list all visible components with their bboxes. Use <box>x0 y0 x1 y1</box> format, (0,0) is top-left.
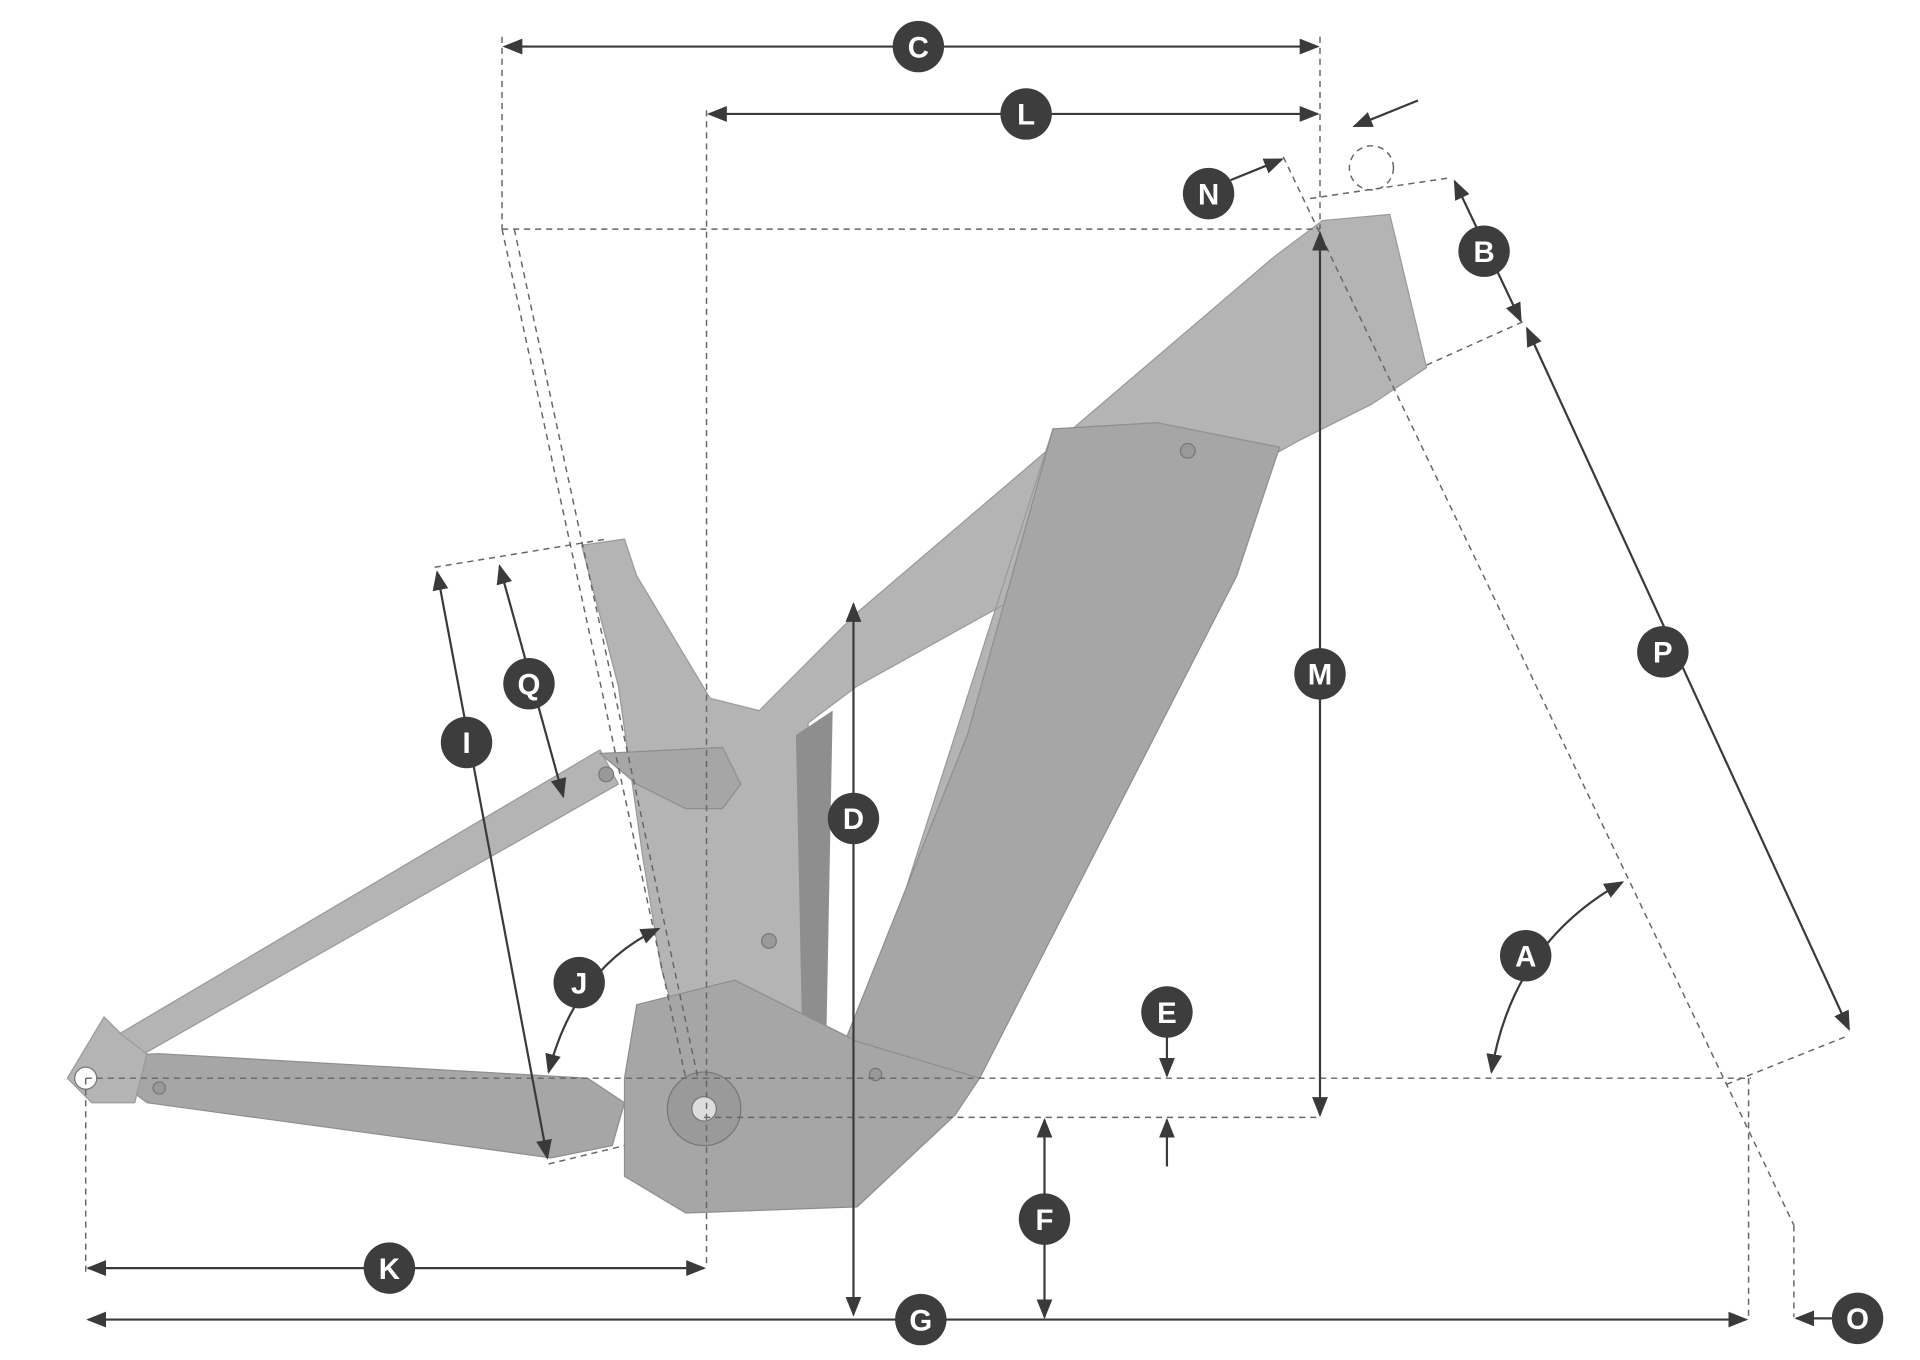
label-p: P <box>1637 626 1689 678</box>
svg-text:E: E <box>1157 997 1177 1030</box>
label-f: F <box>1018 1193 1071 1245</box>
svg-text:B: B <box>1473 236 1494 269</box>
label-o: O <box>1831 1292 1884 1345</box>
label-a: A <box>1500 929 1552 982</box>
svg-text:L: L <box>1017 99 1035 132</box>
svg-text:I: I <box>462 727 470 760</box>
label-j: J <box>553 956 605 1009</box>
label-i: I <box>440 716 493 769</box>
svg-text:O: O <box>1846 1303 1869 1336</box>
svg-text:N: N <box>1198 178 1219 211</box>
label-l: L <box>1000 88 1052 140</box>
svg-text:K: K <box>379 1253 400 1286</box>
bike-frame <box>66 213 1428 1214</box>
label-e: E <box>1141 986 1193 1038</box>
label-g: G <box>895 1293 947 1346</box>
svg-text:F: F <box>1036 1204 1054 1237</box>
svg-text:M: M <box>1308 659 1332 692</box>
svg-text:C: C <box>908 31 929 64</box>
svg-text:A: A <box>1515 940 1536 973</box>
svg-text:G: G <box>909 1304 932 1337</box>
label-n: N <box>1182 167 1235 220</box>
label-k: K <box>363 1242 416 1294</box>
label-q: Q <box>503 657 555 710</box>
label-c: C <box>892 20 945 73</box>
svg-text:P: P <box>1653 637 1673 670</box>
label-m: M <box>1294 648 1346 700</box>
label-b: B <box>1458 225 1510 277</box>
svg-text:J: J <box>571 967 587 1000</box>
label-d: D <box>827 792 880 845</box>
svg-text:D: D <box>843 803 864 836</box>
construction-lines <box>84 36 1850 1321</box>
svg-text:Q: Q <box>518 668 541 701</box>
